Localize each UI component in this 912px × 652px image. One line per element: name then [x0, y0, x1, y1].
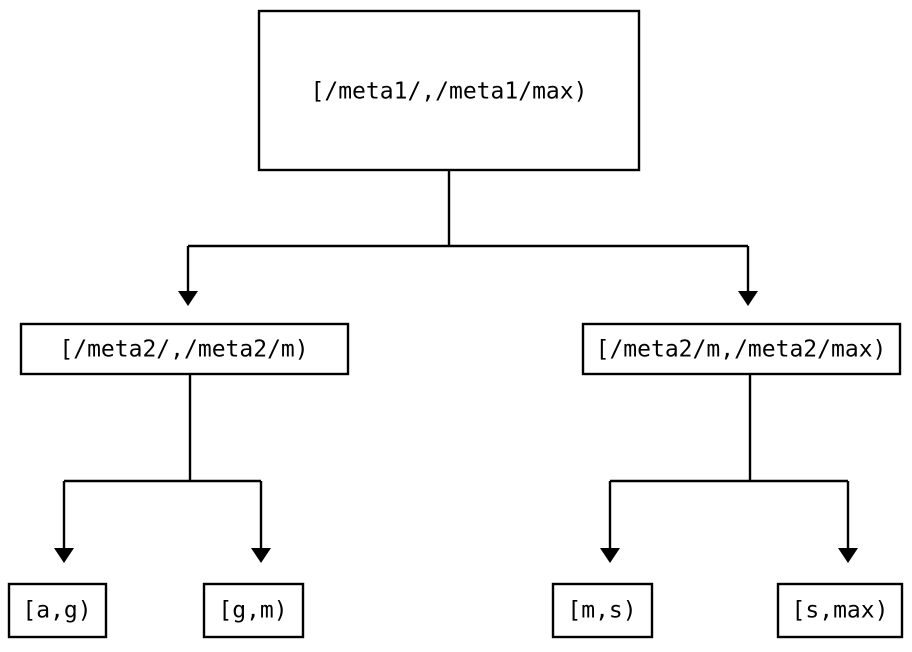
arrow-head-mid-right-to-leaf-m-s	[600, 548, 620, 563]
node-leaf-s-max-box[interactable]	[776, 582, 904, 639]
node-leaf-g-m[interactable]: [g,m)	[202, 582, 305, 639]
arrow-head-mid-left-to-leaf-a-g	[54, 548, 74, 563]
arrow-head-root-to-mid-left	[178, 291, 198, 306]
node-leaf-g-m-label: [g,m)	[218, 598, 287, 624]
node-leaf-a-g[interactable]: [a,g)	[7, 582, 108, 639]
node-leaf-g-m-box[interactable]	[202, 582, 305, 639]
node-mid-left-label: [/meta2/,/meta2/m)	[59, 337, 308, 363]
node-leaf-s-max[interactable]: [s,max)	[776, 582, 904, 639]
node-leaf-a-g-box[interactable]	[7, 582, 108, 639]
node-mid-right-label: [/meta2/m,/meta2/max)	[596, 337, 887, 363]
arrow-head-mid-left-to-leaf-g-m	[251, 548, 271, 563]
node-mid-left-box[interactable]	[19, 322, 350, 376]
node-leaf-m-s-label: [m,s)	[567, 598, 636, 624]
node-root[interactable]: [/meta1/,/meta1/max)	[257, 9, 641, 172]
node-leaf-m-s-box[interactable]	[551, 582, 654, 639]
edge-group-mid-left	[54, 375, 271, 563]
arrow-head-mid-right-to-leaf-s-max	[838, 548, 858, 563]
node-leaf-m-s[interactable]: [m,s)	[551, 582, 654, 639]
node-mid-right[interactable]: [/meta2/m,/meta2/max)	[581, 322, 902, 376]
node-leaf-s-max-label: [s,max)	[792, 598, 889, 624]
node-root-box[interactable]	[257, 9, 641, 172]
arrow-head-root-to-mid-right	[738, 291, 758, 306]
node-root-label: [/meta1/,/meta1/max)	[311, 79, 588, 105]
edge-group-mid-right	[600, 375, 858, 563]
node-mid-left[interactable]: [/meta2/,/meta2/m)	[19, 322, 350, 376]
edge-group-root	[178, 171, 758, 306]
node-leaf-a-g-label: [a,g)	[22, 598, 91, 624]
node-mid-right-box[interactable]	[581, 322, 902, 376]
